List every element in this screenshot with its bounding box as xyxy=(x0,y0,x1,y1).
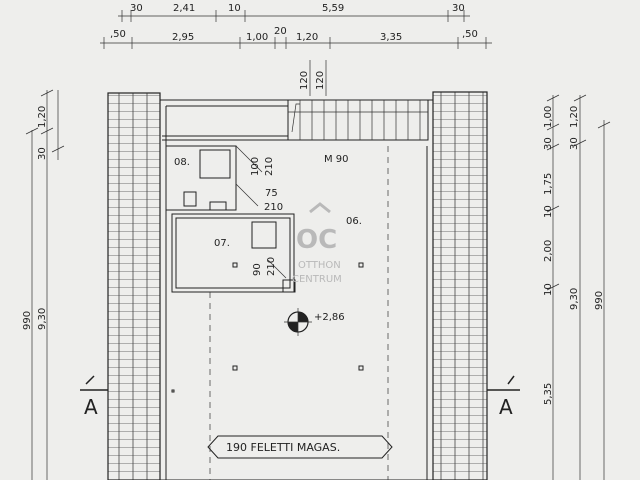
door2-height: 210 xyxy=(264,202,283,213)
section-marker-right: A xyxy=(487,375,520,419)
dim-right-200: 2,00 xyxy=(543,240,554,262)
dim-right-30a: 30 xyxy=(543,137,554,150)
dim-right-10a: 10 xyxy=(543,205,554,218)
top-dimension-row-2: ,50 2,95 1,00 20 1,20 3,35 ,50 xyxy=(100,26,492,49)
dim-top2-b: 2,95 xyxy=(172,32,194,43)
dim-left-30: 30 xyxy=(37,147,48,160)
dim-top2-g: ,50 xyxy=(462,29,478,40)
dim-left-120: 1,20 xyxy=(37,106,48,128)
dim-left-930: 9,30 xyxy=(37,308,48,330)
door2-width: 75 xyxy=(265,188,278,199)
dim-right-120: 1,20 xyxy=(569,106,580,128)
section-label-left: A xyxy=(84,395,98,419)
door1-height: 210 xyxy=(264,157,275,176)
watermark-logo: OC OTTHON CENTRUM xyxy=(292,202,342,285)
left-dimensions: 990 9,30 30 1,20 xyxy=(22,89,65,480)
top-dimension-row-1: 30 2,41 10 5,59 30 xyxy=(118,3,470,22)
dim-top1-d: 5,59 xyxy=(322,3,344,14)
dim-top1-e: 30 xyxy=(452,3,465,14)
room-label-07: 07. xyxy=(214,238,230,249)
watermark-line1: OTTHON xyxy=(298,260,341,271)
section-label-right: A xyxy=(499,395,513,419)
right-brick-wall xyxy=(432,91,488,480)
interior-walls xyxy=(159,99,434,480)
dim-top2-e: 1,20 xyxy=(296,32,318,43)
dim-right-535: 5,35 xyxy=(543,383,554,405)
dim-top2-f: 3,35 xyxy=(380,32,402,43)
room-label-08: 08. xyxy=(174,157,190,168)
watermark-logo-text: OC xyxy=(296,225,337,255)
dim-top2-d: 20 xyxy=(274,26,287,37)
height-note-box xyxy=(207,435,393,459)
dim-right-100: 1,00 xyxy=(543,106,554,128)
dim-right-10b: 10 xyxy=(543,283,554,296)
staircase xyxy=(287,99,429,141)
door3-height: 210 xyxy=(266,257,277,276)
stair-vertical-dimensions: 120 120 xyxy=(299,60,327,96)
right-dimensions: 990 9,30 5,35 10 2,00 10 1,75 30 1,00 1,… xyxy=(543,94,611,480)
dim-top2-c: 1,00 xyxy=(246,32,268,43)
dim-right-990: 990 xyxy=(594,291,605,310)
height-note-text: 190 FELETTI MAGAS. xyxy=(226,441,340,454)
room-label-06: 06. xyxy=(346,216,362,227)
room-label-m90: M 90 xyxy=(324,154,349,165)
level-marker-icon xyxy=(284,308,312,336)
door1-width: 100 xyxy=(250,157,261,176)
left-brick-wall xyxy=(107,92,161,480)
dim-stair-a: 120 xyxy=(299,71,310,90)
dim-top2-a: ,50 xyxy=(110,29,126,40)
level-label: +2,86 xyxy=(314,312,345,323)
dim-stair-b: 120 xyxy=(315,71,326,90)
dim-left-990: 990 xyxy=(22,311,33,330)
door3-width: 90 xyxy=(252,263,263,276)
dim-right-175: 1,75 xyxy=(543,173,554,195)
dim-right-30b: 30 xyxy=(569,137,580,150)
dim-top1-b: 2,41 xyxy=(173,3,195,14)
section-marker-left: A xyxy=(80,375,108,419)
dim-top1-c: 10 xyxy=(228,3,241,14)
dim-right-930: 9,30 xyxy=(569,288,580,310)
dim-top1-a: 30 xyxy=(130,3,143,14)
watermark-line2: CENTRUM xyxy=(292,274,342,285)
